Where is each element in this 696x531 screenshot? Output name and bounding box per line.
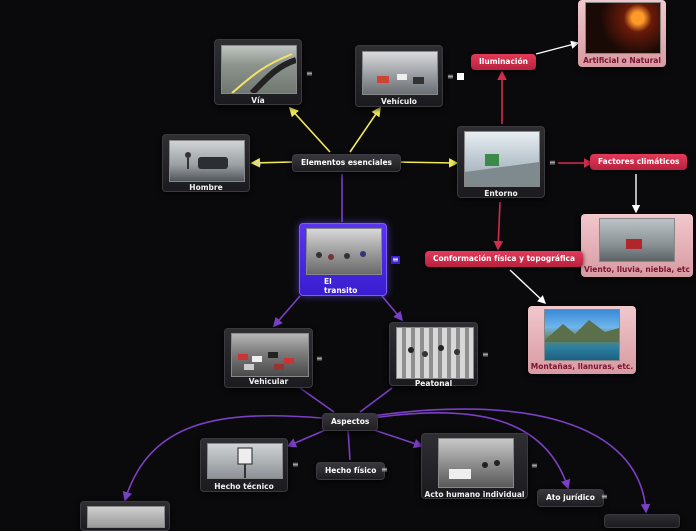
menu-icon[interactable]: ≡	[482, 350, 489, 359]
node-conformacion[interactable]: Conformación física y topográfica	[425, 251, 584, 267]
node-partial-bottom-right[interactable]	[604, 514, 680, 528]
link-aspectos-acto-humano	[367, 427, 424, 449]
menu-icon[interactable]: ≡	[531, 461, 538, 470]
entorno-label: Entorno	[484, 189, 518, 198]
node-peatonal[interactable]: Peatonal	[389, 322, 478, 388]
link-peatonal-aspectos	[359, 387, 393, 413]
mountain-lake-photo	[544, 309, 620, 361]
link-vehicular-aspectos	[299, 387, 335, 413]
police-scene-photo	[438, 438, 514, 488]
menu-icon[interactable]: ≡	[381, 465, 388, 474]
node-aspectos[interactable]: Aspectos	[322, 413, 379, 431]
pedestrian-photo	[169, 140, 245, 182]
road-sign-photo	[207, 443, 283, 479]
link-elementos-via	[288, 106, 331, 153]
montanas-label: Montañas, llanuras, etc.	[530, 362, 634, 371]
connections-layer	[122, 40, 651, 514]
crowd-street-photo	[306, 228, 382, 275]
building-photo	[87, 506, 165, 528]
node-hombre[interactable]: Hombre	[162, 134, 250, 192]
traffic-jam-photo	[231, 333, 309, 377]
node-vehiculo[interactable]: Vehículo	[355, 45, 443, 107]
menu-icon[interactable]: ≡	[391, 255, 400, 264]
link-elementos-hombre	[250, 158, 293, 168]
rainy-road-photo	[599, 218, 675, 262]
central-label-line1: El	[324, 277, 332, 286]
node-ato-juridico[interactable]: Ato jurídico	[537, 489, 604, 507]
link-aspectos-left-curve	[122, 414, 323, 502]
node-via[interactable]: Vía	[214, 39, 302, 105]
node-montanas[interactable]: Montañas, llanuras, etc.	[528, 306, 636, 374]
menu-icon[interactable]: ≡	[549, 158, 556, 167]
link-elementos-entorno	[393, 158, 459, 168]
link-entorno-conformacion	[493, 201, 504, 251]
traffic-photo	[362, 51, 438, 95]
menu-icon[interactable]: ≡	[447, 72, 454, 81]
central-label-line2: transito	[324, 286, 358, 295]
hombre-label: Hombre	[189, 183, 223, 192]
link-iluminacion-artificial	[535, 40, 580, 55]
node-entorno[interactable]: Entorno	[457, 126, 545, 198]
node-elementos-esenciales[interactable]: Elementos esenciales	[292, 154, 402, 172]
street-lamp-photo	[585, 2, 661, 54]
link-aspectos-ato-juridico	[371, 411, 571, 490]
node-iluminacion[interactable]: Iluminación	[471, 54, 536, 70]
via-label: Vía	[251, 96, 265, 105]
node-factores-climaticos[interactable]: Factores climáticos	[590, 154, 688, 170]
node-viento-lluvia[interactable]: Viento, lluvia, niebla, etc	[581, 214, 693, 277]
peatonal-label: Peatonal	[414, 379, 453, 388]
link-aspectos-hecho-tecnico	[286, 427, 331, 448]
node-acto-humano[interactable]: Acto humano individual	[421, 433, 528, 499]
menu-icon[interactable]: ≡	[292, 460, 299, 469]
crosswalk-photo	[396, 327, 474, 379]
acto-humano-label: Acto humano individual	[424, 490, 525, 499]
link-conformacion-montanas	[509, 269, 547, 304]
vehicular-label: Vehicular	[248, 377, 289, 386]
viento-label: Viento, lluvia, niebla, etc	[584, 265, 690, 274]
link-central-peatonal	[381, 295, 404, 322]
node-artificial-natural[interactable]: Artificial o Natural	[578, 0, 666, 67]
snow-road-photo	[464, 131, 540, 187]
menu-icon[interactable]: ≡	[255, 159, 262, 168]
central-topic-el-transito[interactable]: El transito	[299, 223, 387, 296]
note-square-icon[interactable]	[457, 73, 464, 80]
node-vehicular[interactable]: Vehicular	[224, 328, 313, 388]
link-aspectos-right-curve	[371, 408, 651, 514]
link-central-vehicular	[272, 295, 301, 328]
hecho-tecnico-label: Hecho técnico	[214, 482, 274, 491]
vehiculo-label: Vehículo	[381, 97, 417, 106]
artificial-label: Artificial o Natural	[583, 56, 661, 65]
node-hecho-fisico[interactable]: Hecho físico	[316, 462, 386, 480]
link-elementos-vehiculo	[349, 106, 381, 153]
node-hecho-tecnico[interactable]: Hecho técnico	[200, 438, 288, 492]
road-photo	[221, 45, 297, 94]
menu-icon[interactable]: ≡	[306, 69, 313, 78]
link-aspectos-hecho-fisico	[347, 428, 351, 461]
menu-icon[interactable]: ≡	[316, 354, 323, 363]
node-partial-bottom-left[interactable]	[80, 501, 170, 531]
menu-icon[interactable]: ≡	[601, 492, 608, 501]
